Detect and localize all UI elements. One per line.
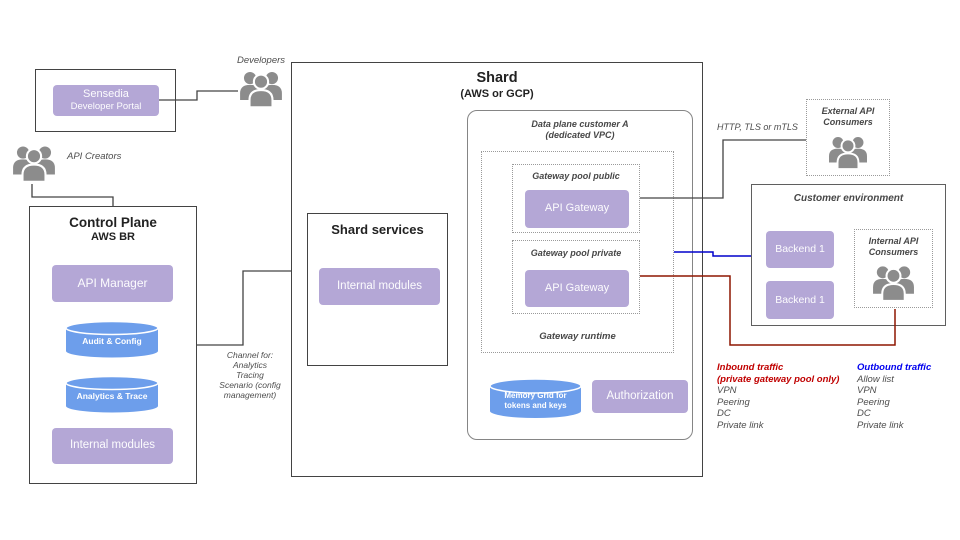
inbound-subtitle: (private gateway pool only) <box>717 373 840 385</box>
database-cylinder-icon <box>65 320 159 358</box>
api-gateway-public-node: API Gateway <box>525 190 629 228</box>
inbound-item: DC <box>717 408 731 420</box>
backend-label: Backend 1 <box>775 243 825 256</box>
gateway-pool-private-box <box>512 240 640 314</box>
channel-note-line: Channel for: <box>226 350 274 360</box>
database-cylinder-icon <box>489 378 582 418</box>
developer-portal-label: Sensedia Developer Portal <box>71 88 142 113</box>
sensedia-name: Sensedia <box>83 88 129 101</box>
outbound-item: DC <box>857 408 871 420</box>
external-consumers-line: External API <box>821 106 875 116</box>
control-plane-region: AWS BR <box>91 231 135 243</box>
authorization-label: Authorization <box>606 389 674 402</box>
connector-creators-to-control-plane <box>31 184 114 206</box>
outbound-traffic-note: Outbound traffic Allow list VPN Peering … <box>857 362 957 432</box>
backend-label: Backend 1 <box>775 293 825 306</box>
backend-node-bottom: Backend 1 <box>766 281 834 319</box>
developers-people-icon <box>238 66 284 111</box>
internal-api-consumers-label: Internal API Consumers <box>854 236 933 258</box>
cp-internal-modules-node: Internal modules <box>52 428 173 464</box>
memory-grid-line: tokens and keys <box>504 400 567 410</box>
external-api-consumers-label: External API Consumers <box>806 106 890 128</box>
cp-internal-modules-label: Internal modules <box>69 439 156 452</box>
authorization-node: Authorization <box>592 380 688 413</box>
shard-subtitle: (AWS or GCP) <box>460 88 534 100</box>
backend-node-top: Backend 1 <box>766 231 834 268</box>
gateway-runtime-label: Gateway runtime <box>539 331 616 342</box>
internal-consumers-line: Internal API <box>868 236 919 246</box>
developers-label: Developers <box>236 55 286 66</box>
inbound-item: Peering <box>717 396 750 408</box>
ss-internal-modules-node: Internal modules <box>319 268 440 305</box>
inbound-traffic-note: Inbound traffic (private gateway pool on… <box>717 362 859 432</box>
shard-services-title: Shard services <box>331 222 424 237</box>
api-creators-people-icon <box>11 142 57 184</box>
http-tls-label: HTTP, TLS or mTLS <box>717 122 798 132</box>
developer-portal-node: Sensedia Developer Portal <box>53 85 159 116</box>
control-plane-title: Control Plane <box>69 215 157 230</box>
channel-note-line: Tracing <box>236 370 264 380</box>
outbound-title: Outbound traffic <box>857 362 932 373</box>
outbound-item: VPN <box>857 385 877 397</box>
api-manager-label: API Manager <box>77 276 148 291</box>
outbound-item: Allow list <box>857 373 894 385</box>
api-gateway-private-label: API Gateway <box>544 281 610 294</box>
api-manager-node: API Manager <box>52 265 173 302</box>
gateway-pool-public-label: Gateway pool public <box>532 171 620 181</box>
connector-control-plane-to-shard <box>197 270 291 346</box>
api-gateway-private-node: API Gateway <box>525 270 629 307</box>
channel-note: Channel for: Analytics Tracing Scenario … <box>205 350 295 400</box>
shard-title: Shard <box>476 70 518 86</box>
customer-environment-title: Customer environment <box>793 193 904 204</box>
analytics-trace-db: Analytics & Trace <box>64 375 160 413</box>
gateway-pool-public-box <box>512 164 640 233</box>
inbound-item: VPN <box>717 385 737 397</box>
internal-consumers-line: Consumers <box>868 247 919 257</box>
gateway-pool-private-label: Gateway pool private <box>530 248 622 258</box>
sensedia-product: Developer Portal <box>70 101 142 113</box>
analytics-trace-label: Analytics & Trace <box>76 391 148 401</box>
channel-note-line: Scenario (config <box>219 380 281 390</box>
ss-internal-modules-label: Internal modules <box>336 279 423 292</box>
inbound-item: Private link <box>717 419 764 431</box>
channel-note-line: Analytics <box>232 360 267 370</box>
api-creators-label: API Creators <box>67 151 122 162</box>
audit-config-db: Audit & Config <box>64 320 160 358</box>
inbound-title: Inbound traffic <box>717 362 784 373</box>
database-cylinder-icon <box>65 375 159 413</box>
memory-grid-db: Memory Grid for tokens and keys <box>488 377 583 420</box>
outbound-item: Peering <box>857 396 890 408</box>
internal-consumers-people-icon <box>871 261 916 304</box>
external-consumers-line: Consumers <box>823 117 873 127</box>
data-plane-subtitle: (dedicated VPC) <box>545 130 615 140</box>
audit-config-label: Audit & Config <box>82 336 142 346</box>
channel-note-line: management) <box>223 390 277 400</box>
api-gateway-public-label: API Gateway <box>544 202 610 215</box>
data-plane-title: Data plane customer A <box>531 119 629 129</box>
memory-grid-line: Memory Grid for <box>504 391 567 400</box>
outbound-item: Private link <box>857 419 904 431</box>
external-consumers-people-icon <box>827 133 869 171</box>
gateway-runtime-box <box>481 151 674 353</box>
